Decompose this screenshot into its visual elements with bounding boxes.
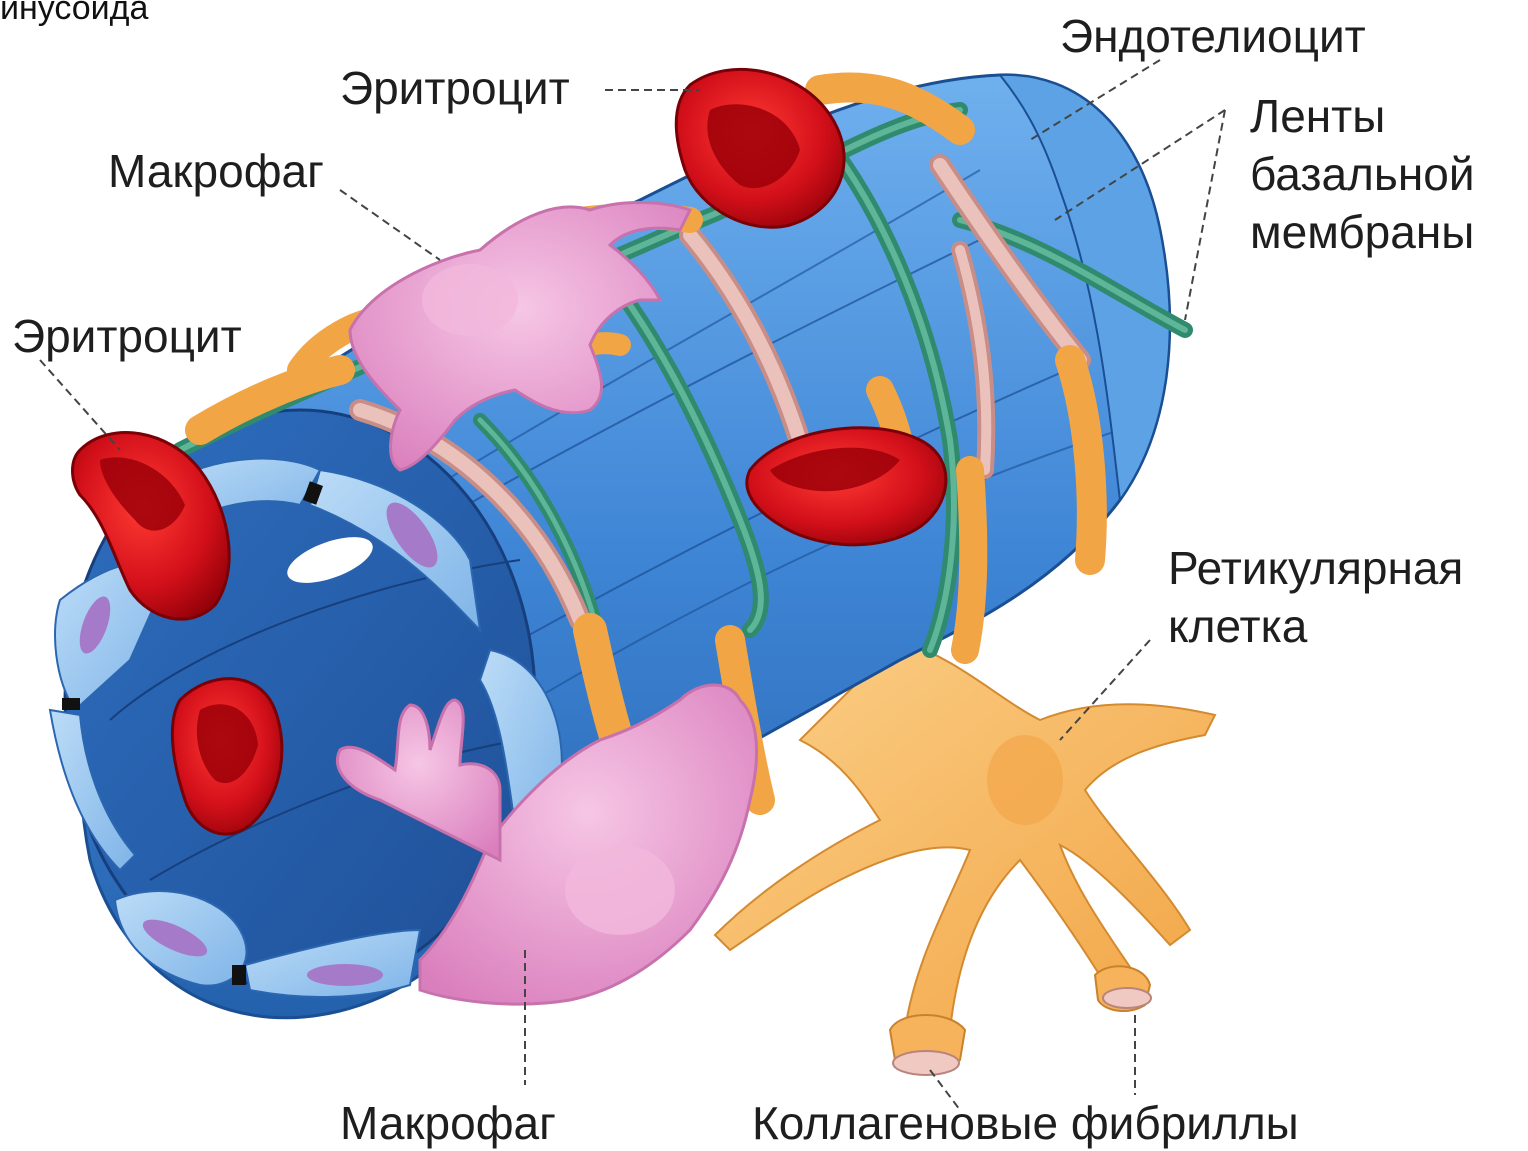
label-reticular-line2: клетка (1168, 598, 1307, 654)
label-macrophage-bottom: Макрофаг (340, 1095, 556, 1151)
leader-basal-membrane-2 (1185, 110, 1225, 320)
cell-junction (232, 965, 246, 985)
label-collagen-fibrils: Коллагеновые фибриллы (752, 1095, 1299, 1151)
cell-junction (62, 698, 80, 710)
label-erythrocyte-top: Эритроцит (340, 60, 570, 116)
label-basal-membrane-line2: базальной (1250, 146, 1475, 202)
label-basal-membrane-line3: мембраны (1250, 204, 1474, 260)
label-basal-membrane-line1: Ленты (1250, 88, 1385, 144)
collagen-fibril-end (893, 1051, 959, 1075)
label-reticular-line1: Ретикулярная (1168, 540, 1463, 596)
label-endotheliocyte: Эндотелиоцит (1060, 8, 1366, 64)
label-macrophage-top: Макрофаг (108, 143, 324, 199)
label-erythrocyte-left: Эритроцит (12, 308, 242, 364)
reticular-nucleus (987, 735, 1063, 825)
leader-macrophage-top (340, 190, 440, 260)
collagen-fibril-end (1103, 988, 1151, 1008)
nucleus (307, 964, 383, 986)
